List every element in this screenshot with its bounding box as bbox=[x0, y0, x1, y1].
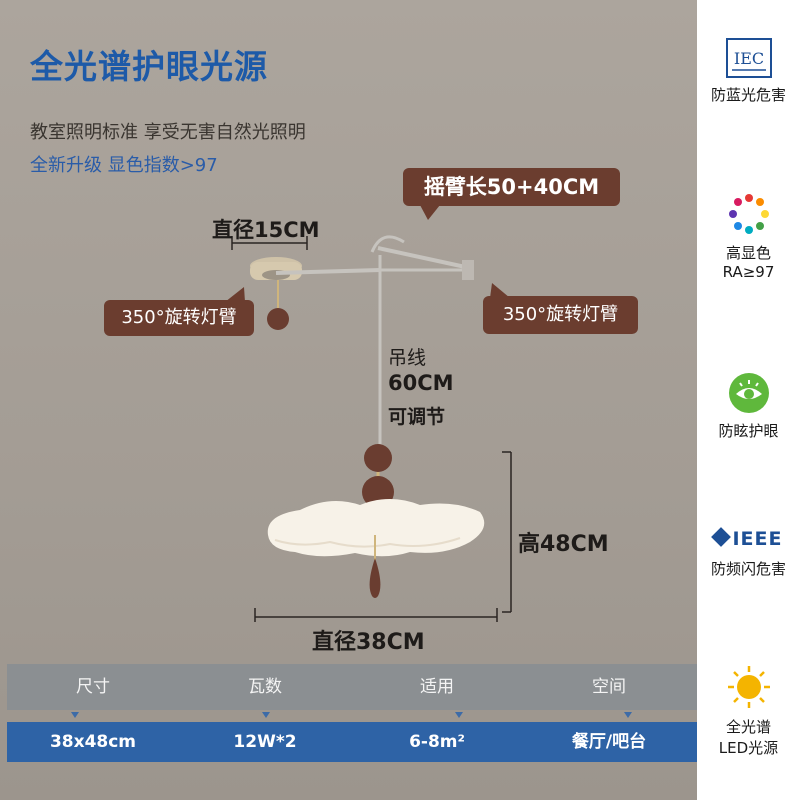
value-area: 6-8m² bbox=[409, 732, 465, 752]
feature-full-spectrum: 全光谱 LED光源 bbox=[697, 664, 800, 758]
rotate-left-callout: 350°旋转灯臂 bbox=[104, 300, 254, 336]
arm-length-callout: 摇臂长50+40CM bbox=[403, 168, 620, 206]
feature-label-secondary: RA≥97 bbox=[722, 263, 775, 281]
height-label: 高48CM bbox=[518, 532, 609, 557]
hang-line-length: 60CM bbox=[388, 371, 454, 395]
pendant-lamp-illustration bbox=[225, 205, 512, 622]
value-size: 38x48cm bbox=[49, 732, 137, 752]
color-wheel-icon bbox=[728, 194, 769, 234]
product-panel: 全光谱护眼光源 教室照明标准 享受无害自然光照明 全新升级 显色指数>97 bbox=[0, 0, 697, 800]
subtitle-standard: 教室照明标准 享受无害自然光照明 bbox=[30, 122, 306, 143]
svg-text:IEC: IEC bbox=[733, 49, 763, 68]
spec-table: 尺寸 瓦数 适用 空间 38x48cm 12W*2 6-8m² 餐厅/吧台 bbox=[7, 664, 697, 764]
value-wattage: 12W*2 bbox=[233, 732, 297, 752]
hang-line-label: 吊线 bbox=[388, 347, 427, 369]
feature-blue-light: IEC 防蓝光危害 bbox=[697, 38, 800, 105]
header-space: 空间 bbox=[592, 677, 626, 697]
marker-icon bbox=[624, 712, 632, 718]
feature-label: 防频闪危害 bbox=[710, 560, 786, 578]
eye-icon bbox=[728, 373, 769, 413]
page-title: 全光谱护眼光源 bbox=[30, 47, 268, 86]
feature-high-cri: 高显色 RA≥97 bbox=[697, 192, 800, 281]
feature-anti-glare: 防眩护眼 bbox=[697, 372, 800, 441]
bottom-diameter-label: 直径38CM bbox=[312, 630, 425, 655]
subtitle-upgrade: 全新升级 显色指数>97 bbox=[30, 155, 218, 176]
feature-label: 高显色 bbox=[725, 244, 771, 262]
ieee-logo-icon: IEEE bbox=[697, 527, 800, 550]
feature-label-secondary: LED光源 bbox=[718, 739, 779, 757]
sun-icon bbox=[727, 666, 770, 708]
iec-logo-icon: IEC bbox=[725, 38, 772, 78]
header-area: 适用 bbox=[420, 677, 454, 697]
header-wattage: 瓦数 bbox=[248, 677, 282, 697]
marker-icon bbox=[262, 712, 270, 718]
feature-anti-flicker: IEEE 防频闪危害 bbox=[697, 527, 800, 579]
spec-table-header: 尺寸 瓦数 适用 空间 bbox=[7, 664, 697, 710]
rotate-right-callout: 350°旋转灯臂 bbox=[483, 296, 638, 334]
feature-label: 防蓝光危害 bbox=[710, 86, 786, 104]
spec-table-row: 38x48cm 12W*2 6-8m² 餐厅/吧台 bbox=[7, 722, 697, 762]
marker-icon bbox=[455, 712, 463, 718]
header-size: 尺寸 bbox=[76, 677, 110, 697]
feature-label: 防眩护眼 bbox=[718, 422, 779, 440]
hang-line-adjustable: 可调节 bbox=[388, 406, 446, 428]
value-space: 餐厅/吧台 bbox=[571, 732, 647, 752]
feature-sidebar: IEC 防蓝光危害 高显色 RA≥97 防眩护眼 bbox=[697, 0, 800, 800]
feature-label: 全光谱 bbox=[725, 718, 771, 736]
marker-icon bbox=[71, 712, 79, 718]
top-diameter-label: 直径15CM bbox=[212, 218, 320, 242]
